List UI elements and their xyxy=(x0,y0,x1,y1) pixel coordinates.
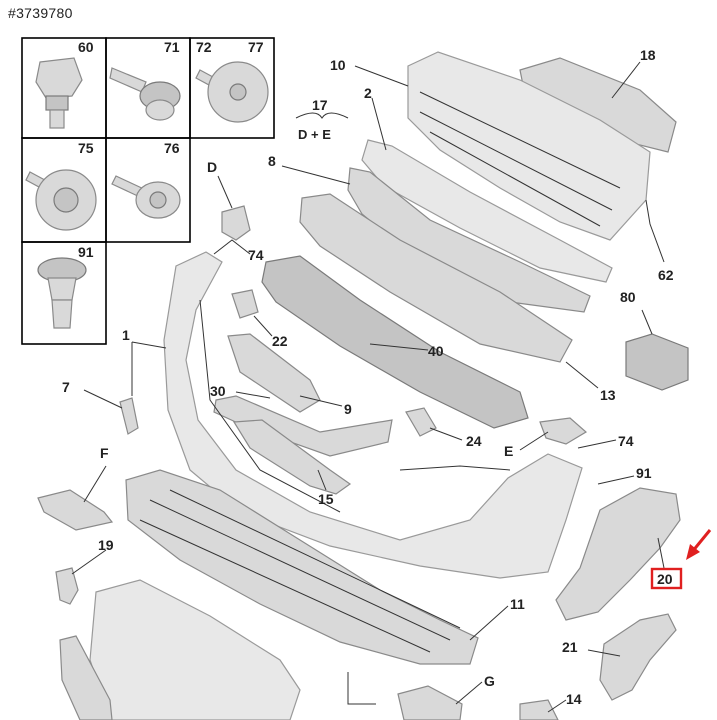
grid-label-76: 76 xyxy=(164,140,180,156)
part-15-lower-trim[interactable] xyxy=(232,419,352,495)
clip-91-drawing xyxy=(37,257,87,329)
part-11-lower-grille[interactable] xyxy=(125,469,479,665)
part-40-absorber[interactable] xyxy=(261,255,529,429)
part-7-clip[interactable] xyxy=(119,397,139,435)
callout-D[interactable]: D xyxy=(207,159,217,175)
screw-72-77-drawing xyxy=(195,61,269,123)
callout-11[interactable]: 11 xyxy=(510,596,525,612)
grid-cell-76[interactable] xyxy=(105,137,191,243)
callout-22[interactable]: 22 xyxy=(272,333,288,349)
callout-labels: 10 18 17 D + E 2 8 D 74 62 1 22 80 40 7 … xyxy=(62,47,683,707)
callout-9[interactable]: 9 xyxy=(344,401,352,417)
hardware-grid: 60 71 72 77 75 76 91 xyxy=(21,37,275,345)
screw-75-drawing xyxy=(25,169,97,231)
callout-G[interactable]: G xyxy=(484,673,495,689)
callout-74-upper[interactable]: 74 xyxy=(248,247,264,263)
callout-10[interactable]: 10 xyxy=(330,57,346,73)
callout-7[interactable]: 7 xyxy=(62,379,70,395)
grid-cell-91[interactable] xyxy=(21,241,107,345)
callout-13[interactable]: 13 xyxy=(600,387,616,403)
clip-60-drawing xyxy=(35,57,83,129)
grid-label-75: 75 xyxy=(78,140,94,156)
part-19-clip[interactable] xyxy=(55,567,79,605)
bolt-71-drawing xyxy=(109,67,181,121)
part-F-bracket[interactable] xyxy=(37,489,114,531)
part-21-guide[interactable] xyxy=(599,613,677,701)
callout-91[interactable]: 91 xyxy=(636,465,652,481)
part-beam-upper[interactable] xyxy=(299,193,573,363)
callout-17[interactable]: 17 xyxy=(312,97,328,113)
callout-1[interactable]: 1 xyxy=(122,327,130,343)
callout-8[interactable]: 8 xyxy=(268,153,276,169)
grid-label-72: 72 xyxy=(196,39,212,55)
callout-19[interactable]: 19 xyxy=(98,537,114,553)
part-E-clip[interactable] xyxy=(539,417,588,445)
red-arrow-icon xyxy=(686,529,712,560)
grid-label-91: 91 xyxy=(78,244,94,260)
callout-20[interactable]: 20 xyxy=(657,571,673,587)
part-14-trim[interactable] xyxy=(519,699,559,720)
reference-number: #3739780 xyxy=(8,5,73,21)
callout-E[interactable]: E xyxy=(504,443,513,459)
grid-label-60: 60 xyxy=(78,39,94,55)
part-24-bracket[interactable] xyxy=(405,407,437,437)
part-74-clip-upper[interactable] xyxy=(221,205,251,241)
grid-label-77: 77 xyxy=(248,39,264,55)
part-80-block[interactable] xyxy=(625,333,689,391)
part-10-upper-support[interactable] xyxy=(407,51,651,241)
part-30-strip[interactable] xyxy=(213,395,393,457)
callout-21[interactable]: 21 xyxy=(562,639,578,655)
grid-label-71: 71 xyxy=(164,39,180,55)
grid-cell-72-77[interactable] xyxy=(189,37,275,139)
callout-2[interactable]: 2 xyxy=(364,85,372,101)
part-G-trim[interactable] xyxy=(397,685,463,720)
callout-15[interactable]: 15 xyxy=(318,491,334,507)
callout-74-lower[interactable]: 74 xyxy=(618,433,634,449)
part-22-bracket[interactable] xyxy=(231,289,259,319)
callout-14[interactable]: 14 xyxy=(566,691,582,707)
callout-18[interactable]: 18 xyxy=(640,47,656,63)
part-8-trim[interactable] xyxy=(347,167,591,313)
callout-20-highlight-box xyxy=(650,567,683,590)
leader-lines xyxy=(71,61,665,713)
callout-62[interactable]: 62 xyxy=(658,267,674,283)
callout-24[interactable]: 24 xyxy=(466,433,482,449)
callout-17-sub: D + E xyxy=(298,127,331,142)
screw-76-drawing xyxy=(111,175,181,219)
part-20-guide[interactable] xyxy=(555,487,681,621)
part-9-reinforcement[interactable] xyxy=(227,333,321,413)
callout-30[interactable]: 30 xyxy=(210,383,226,399)
part-lower-left-trim[interactable] xyxy=(59,635,113,720)
callout-80[interactable]: 80 xyxy=(620,289,636,305)
callout-40[interactable]: 40 xyxy=(428,343,444,359)
callout-F[interactable]: F xyxy=(100,445,109,461)
